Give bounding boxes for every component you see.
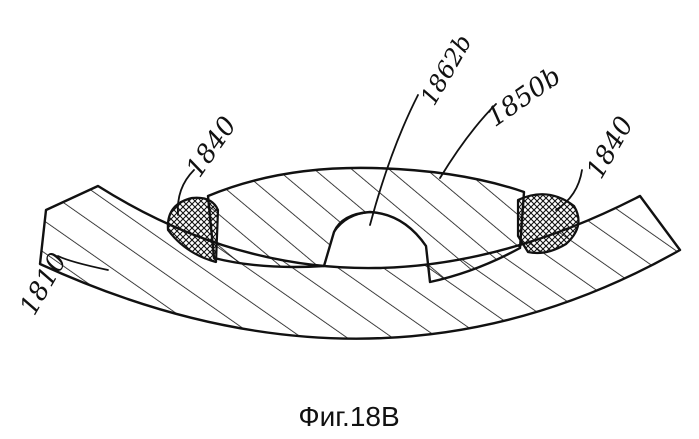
label-1840-left: 1840 — [181, 111, 244, 182]
label-1810: 1810 — [14, 248, 73, 320]
valve-body — [208, 168, 524, 282]
figure-caption: Фиг.18B — [298, 401, 399, 432]
label-1850b: 1850b — [482, 61, 567, 133]
label-1840-right: 1840 — [581, 112, 640, 184]
label-1862b: 1862b — [415, 30, 477, 110]
